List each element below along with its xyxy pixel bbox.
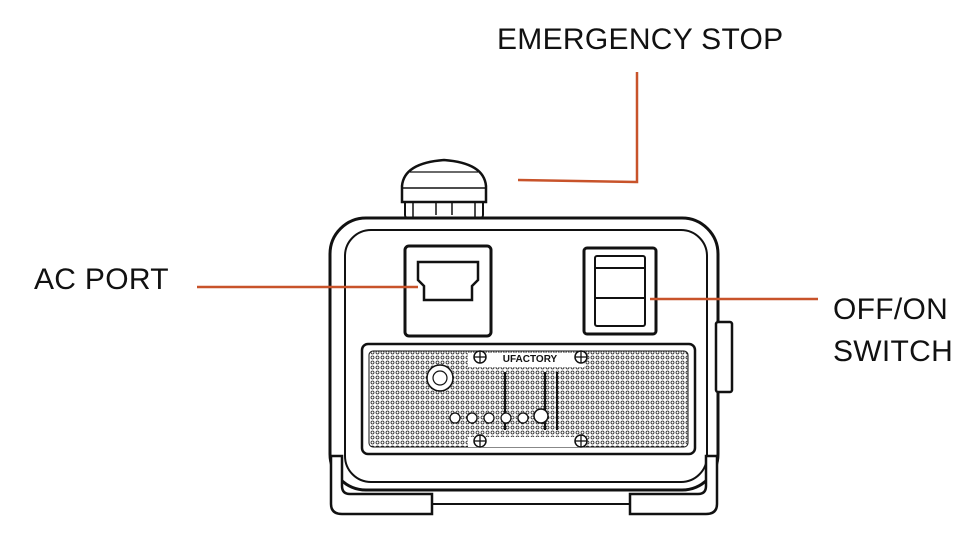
screw-icon — [574, 350, 588, 364]
emergency-stop-button — [400, 158, 488, 219]
ac-port-label: AC PORT — [34, 263, 169, 296]
screw-icon — [473, 350, 487, 364]
power-switch — [582, 246, 658, 336]
brand-logo: UFACTORY — [503, 354, 558, 365]
screw-icon — [473, 434, 487, 448]
ac-port — [403, 244, 493, 338]
switch-label-line2: SWITCH — [833, 335, 954, 368]
vent-grille: UFACTORY — [360, 342, 697, 456]
screw-icon — [574, 434, 588, 448]
emergency-stop-label: EMERGENCY STOP — [497, 23, 784, 56]
emergency-stop-leader — [517, 72, 639, 184]
leader-lines — [197, 72, 818, 301]
switch-label-line1: OFF/ON — [833, 293, 949, 326]
